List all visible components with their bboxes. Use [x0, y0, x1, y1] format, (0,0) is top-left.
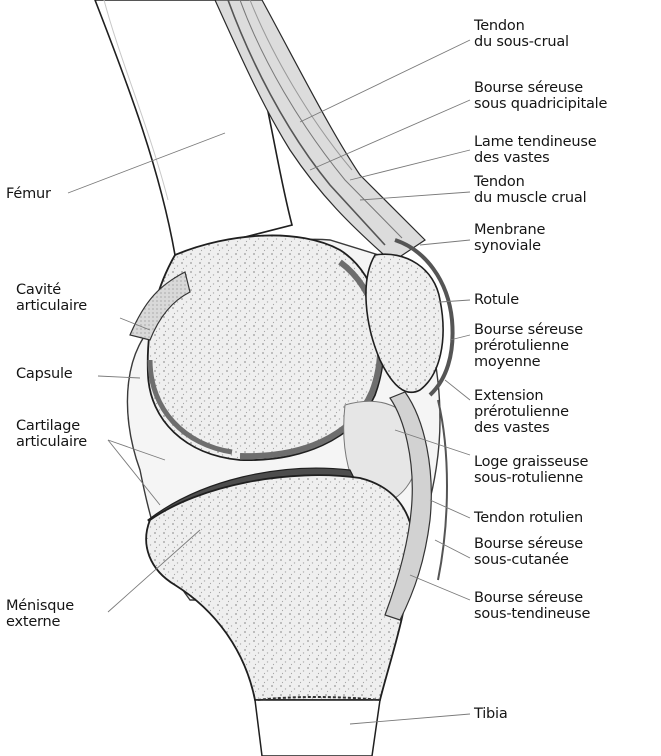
- tibia-bone: [146, 475, 413, 700]
- tibia-shaft: [255, 700, 380, 756]
- label-cavite-articulaire: Cavité articulaire: [16, 282, 87, 314]
- label-tibia: Tibia: [474, 706, 508, 722]
- label-tendon-crural: Tendon du muscle crual: [474, 174, 586, 206]
- label-extension-prerotulienne: Extension prérotulienne des vastes: [474, 388, 569, 436]
- label-bourse-sous-cutanee: Bourse séreuse sous-cutanée: [474, 536, 583, 568]
- label-menisque-externe: Ménisque externe: [6, 598, 74, 630]
- label-membrane-synoviale: Menbrane synoviale: [474, 222, 545, 254]
- label-bourse-quadricipitale: Bourse séreuse sous quadricipitale: [474, 80, 607, 112]
- label-cartilage-articulaire: Cartilage articulaire: [16, 418, 87, 450]
- label-lame-tendineuse: Lame tendineuse des vastes: [474, 134, 596, 166]
- label-bourse-prerotulienne: Bourse séreuse prérotulienne moyenne: [474, 322, 583, 370]
- label-bourse-sous-tendineuse: Bourse séreuse sous-tendineuse: [474, 590, 590, 622]
- label-loge-graisseuse: Loge graisseuse sous-rotulienne: [474, 454, 588, 486]
- label-tendon-rotulien: Tendon rotulien: [474, 510, 583, 526]
- label-femur: Fémur: [6, 186, 51, 202]
- label-capsule: Capsule: [16, 366, 73, 382]
- label-tendon-sous-crural: Tendon du sous-crual: [474, 18, 569, 50]
- label-rotule: Rotule: [474, 292, 519, 308]
